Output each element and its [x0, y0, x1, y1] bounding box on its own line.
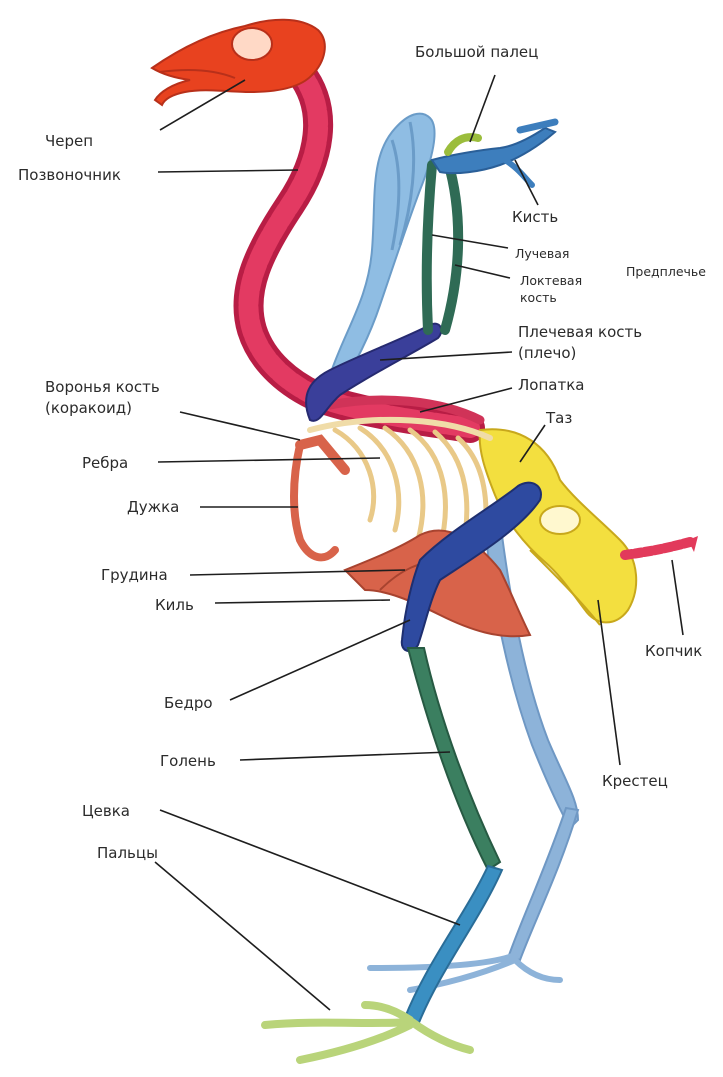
label-pelvis: Таз: [545, 409, 572, 427]
label-ulna-line2: кость: [520, 290, 557, 305]
label-humerus-line2: (плечо): [518, 344, 576, 362]
forearm: [427, 162, 458, 330]
label-hand: Кисть: [512, 208, 558, 226]
leader-toes: [155, 862, 330, 1010]
label-forearm: Предплечье: [626, 264, 706, 279]
label-keel: Киль: [155, 596, 194, 614]
label-tibia: Голень: [160, 752, 216, 770]
tail: [625, 536, 698, 555]
leader-femur: [230, 620, 410, 700]
label-thumb: Большой палец: [415, 43, 538, 61]
tarsus: [404, 866, 502, 1025]
leader-coracoid: [180, 412, 300, 440]
label-ribs: Ребра: [82, 454, 128, 472]
label-toes: Пальцы: [97, 844, 158, 862]
leader-tarsus: [160, 810, 460, 925]
label-radius: Лучевая: [515, 246, 569, 261]
label-scapula: Лопатка: [518, 376, 584, 394]
furcula: [294, 440, 345, 557]
leader-ulna: [455, 265, 510, 278]
toes: [265, 1005, 470, 1060]
label-furcula: Дужка: [127, 498, 179, 516]
leader-sacrum: [598, 600, 620, 765]
label-coracoid-line2: (коракоид): [45, 399, 132, 417]
label-tail: Копчик: [645, 642, 702, 660]
leader-tibia: [240, 752, 450, 760]
label-sternum: Грудина: [101, 566, 168, 584]
leader-scapula: [420, 388, 512, 412]
label-femur: Бедро: [164, 694, 213, 712]
leader-keel: [215, 600, 390, 603]
label-ulna-line1: Локтевая: [520, 273, 582, 288]
leader-spine: [158, 170, 298, 172]
label-tarsus: Цевка: [82, 802, 130, 820]
leader-thumb: [470, 75, 495, 142]
leader-ribs: [158, 458, 380, 462]
leader-radius: [432, 235, 508, 248]
label-skull: Череп: [45, 132, 93, 150]
leader-hand: [515, 160, 538, 205]
leader-tail: [672, 560, 683, 635]
label-sacrum: Крестец: [602, 772, 668, 790]
label-spine: Позвоночник: [18, 166, 121, 184]
label-humerus-line1: Плечевая кость: [518, 323, 642, 341]
label-coracoid-line1: Воронья кость: [45, 378, 160, 396]
tibia: [408, 648, 500, 870]
